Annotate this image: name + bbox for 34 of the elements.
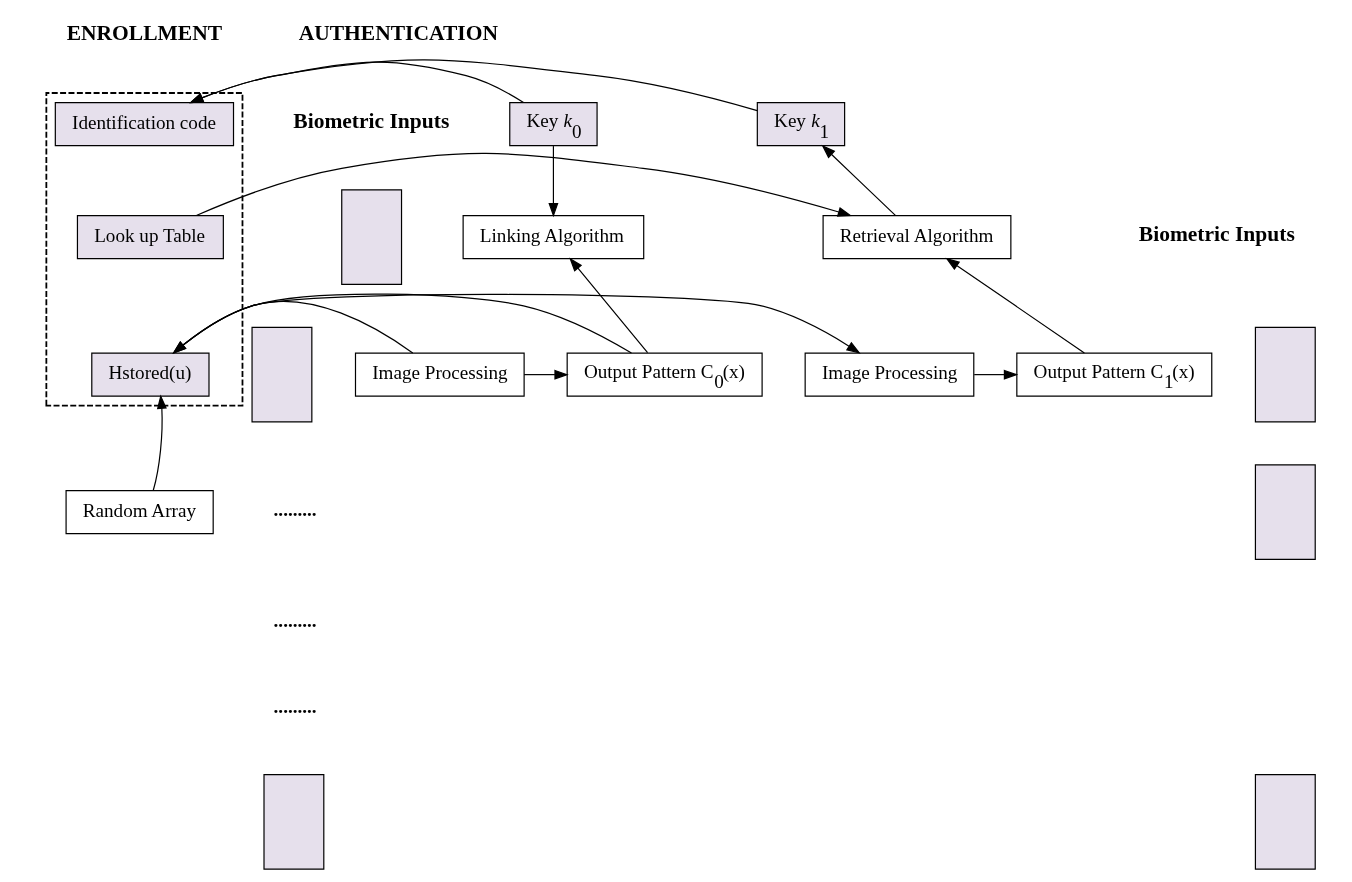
arrow (173, 293, 861, 354)
label: ......... (273, 696, 317, 718)
node-box: Random Array (65, 490, 214, 535)
node-box: Image Processing (354, 352, 525, 397)
arrow (152, 394, 167, 491)
arrow (569, 257, 649, 354)
node-box: Retrieval Algorithm (822, 214, 1012, 260)
arrow (189, 59, 758, 112)
node-box (1254, 326, 1316, 423)
arrow (945, 257, 1085, 354)
node-box (263, 774, 325, 870)
label: Biometric Inputs (293, 109, 450, 134)
arrow (195, 152, 853, 217)
arrow (172, 293, 633, 354)
label: Biometric Inputs (1138, 222, 1295, 247)
node-box: Hstored(u) (91, 352, 210, 397)
node-box: Linking Algorithm (462, 214, 645, 260)
arrow (189, 61, 525, 104)
arrow (548, 145, 559, 218)
arrow (973, 369, 1019, 380)
arrow (523, 369, 569, 380)
label: ......... (273, 498, 317, 520)
label: AUTHENTICATION (298, 20, 498, 45)
node-box: Image Processing (804, 352, 975, 397)
label: ENROLLMENT (66, 20, 223, 45)
node-box: Identification code (54, 101, 235, 147)
arrow (172, 300, 414, 354)
node-box (1254, 774, 1316, 870)
node-box (1254, 464, 1316, 560)
arrow (821, 144, 897, 217)
node-box (341, 189, 403, 285)
node-box: Look up Table (76, 214, 224, 260)
node-box (251, 326, 313, 423)
label: ......... (273, 610, 317, 632)
